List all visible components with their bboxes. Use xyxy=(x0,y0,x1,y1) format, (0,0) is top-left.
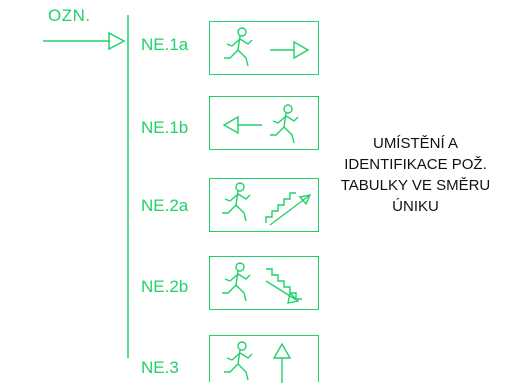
sign-code-ne3: NE.3 xyxy=(141,358,179,377)
sign-ne2b-box xyxy=(209,256,319,310)
caption-line: ÚNIKU xyxy=(392,198,439,215)
sign-code-ne1b: NE.1b xyxy=(141,118,189,137)
running-man-right-arrow-icon xyxy=(224,27,310,67)
sign-code-ne2b: NE.2b xyxy=(141,277,189,296)
running-man-stairs-down-icon xyxy=(222,262,302,304)
sign-code-ne2a: NE.2a xyxy=(141,196,189,215)
caption-line: TABULKY VE SMĚRU xyxy=(340,177,491,194)
sign-ne1a-box xyxy=(209,21,319,75)
sign-ne2a-box xyxy=(209,178,319,232)
caption-line: UMÍSTĚNÍ A xyxy=(372,135,458,152)
sign-ne3-box xyxy=(209,335,319,383)
sign-ne1b-box xyxy=(209,96,319,150)
marker-arrow xyxy=(43,31,126,51)
caption-line: IDENTIFIKACE POŽ. xyxy=(344,156,487,173)
sign-code-ne1a: NE.1a xyxy=(141,35,189,54)
legend-caption: UMÍSTĚNÍ A IDENTIFIKACE POŽ. TABULKY VE … xyxy=(322,133,509,217)
left-arrow-running-man-icon xyxy=(222,104,299,144)
marker-label: OZN. xyxy=(48,6,91,25)
running-man-up-arrow-icon xyxy=(224,341,292,383)
running-man-stairs-up-icon xyxy=(222,182,312,226)
